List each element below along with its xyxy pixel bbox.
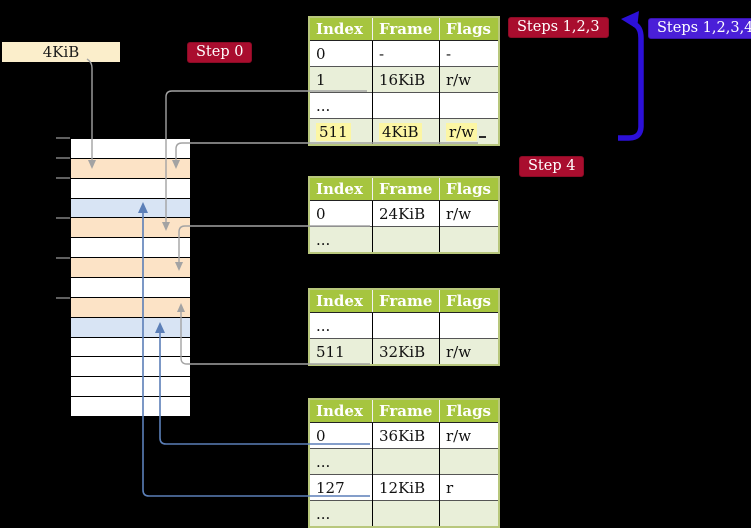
table-cell: r <box>439 474 499 501</box>
column-header-flags: Flags <box>439 399 499 423</box>
table-cell: 1 <box>309 66 373 93</box>
table-row: ... <box>309 500 499 527</box>
memory-tick-marks <box>56 137 70 299</box>
highlighted-value: 511 <box>316 122 351 141</box>
memory-frame-row-blue <box>71 198 190 219</box>
table-cell <box>439 448 499 475</box>
column-header-frame: Frame <box>372 289 440 313</box>
table-cell: ... <box>309 226 373 253</box>
table-cell: 0 <box>309 422 373 449</box>
table-cell <box>439 226 499 253</box>
table-cell <box>439 92 499 119</box>
steps123-badge: Steps 1,2,3 <box>508 17 609 38</box>
table-row: ... <box>309 226 499 253</box>
table-cell <box>439 312 499 339</box>
table-cell: 511 <box>309 338 373 365</box>
highlighted-value: 4KiB <box>379 122 422 141</box>
steps-loop-arrow <box>618 11 644 141</box>
step0-badge: Step 0 <box>187 42 253 63</box>
table-cell: 12KiB <box>372 474 440 501</box>
table-cell: 32KiB <box>372 338 440 365</box>
column-header-flags: Flags <box>439 17 499 41</box>
column-header-flags: Flags <box>439 289 499 313</box>
table-cell: 127 <box>309 474 373 501</box>
connector-t1r511-to-frame4 <box>172 142 478 169</box>
memory-frame-row-white <box>71 139 190 159</box>
table-cell: r/w <box>439 200 499 227</box>
memory-frame-row-peach <box>71 158 190 179</box>
table-row: 0-- <box>309 40 499 67</box>
table-cell: ... <box>309 500 373 527</box>
memory-frame-row-blue <box>71 317 190 338</box>
table-cell: ... <box>309 92 373 119</box>
memory-column <box>70 138 191 417</box>
memory-frame-row-white <box>71 337 190 358</box>
table-row: ... <box>309 92 499 119</box>
memory-frame-row-white <box>71 238 190 259</box>
table-row: ... <box>309 312 499 339</box>
memory-frame-row-white <box>71 278 190 298</box>
table-cell: r/w <box>439 66 499 93</box>
table-cell: 16KiB <box>372 66 440 93</box>
table-cell: ... <box>309 312 373 339</box>
table-cell: 0 <box>309 200 373 227</box>
table-cell: r/w <box>439 338 499 365</box>
highlighted-value: r/w <box>446 122 478 141</box>
table-cell <box>372 448 440 475</box>
column-header-frame: Frame <box>372 17 440 41</box>
table-cell: 0 <box>309 40 373 67</box>
table-cell: - <box>439 40 499 67</box>
table-row: 511 4KiB r/w <box>309 118 499 145</box>
table-row: ... <box>309 448 499 475</box>
steps1234-badge: Steps 1,2,3,4 <box>648 18 751 39</box>
table-cell <box>372 500 440 527</box>
table-cell <box>439 500 499 527</box>
column-header-frame: Frame <box>372 399 440 423</box>
memory-frame-row-peach <box>71 218 190 239</box>
table-cell: 4KiB <box>372 118 440 145</box>
column-header-index: Index <box>309 399 373 423</box>
column-header-index: Index <box>309 17 373 41</box>
table-cell: 511 <box>309 118 373 145</box>
column-header-index: Index <box>309 289 373 313</box>
table-cell: r/w <box>439 118 499 145</box>
memory-frame-row-peach <box>71 297 190 318</box>
memory-frame-row-white <box>71 178 190 199</box>
table-cell <box>372 92 440 119</box>
column-header-flags: Flags <box>439 177 499 201</box>
table-cell: r/w <box>439 422 499 449</box>
memory-frame-row-peach <box>71 258 190 279</box>
column-header-frame: Frame <box>372 177 440 201</box>
table-cell: 36KiB <box>372 422 440 449</box>
table-cell: - <box>372 40 440 67</box>
table-cell: 24KiB <box>372 200 440 227</box>
step4-badge: Step 4 <box>519 156 585 177</box>
table-cell <box>372 226 440 253</box>
column-header-index: Index <box>309 177 373 201</box>
memory-frame-row-white <box>71 357 190 378</box>
memory-frame-row-white <box>71 397 190 417</box>
table-cell: ... <box>309 448 373 475</box>
frame-size-label: 4KiB <box>2 42 120 62</box>
table-cell <box>372 312 440 339</box>
memory-frame-row-white <box>71 377 190 398</box>
